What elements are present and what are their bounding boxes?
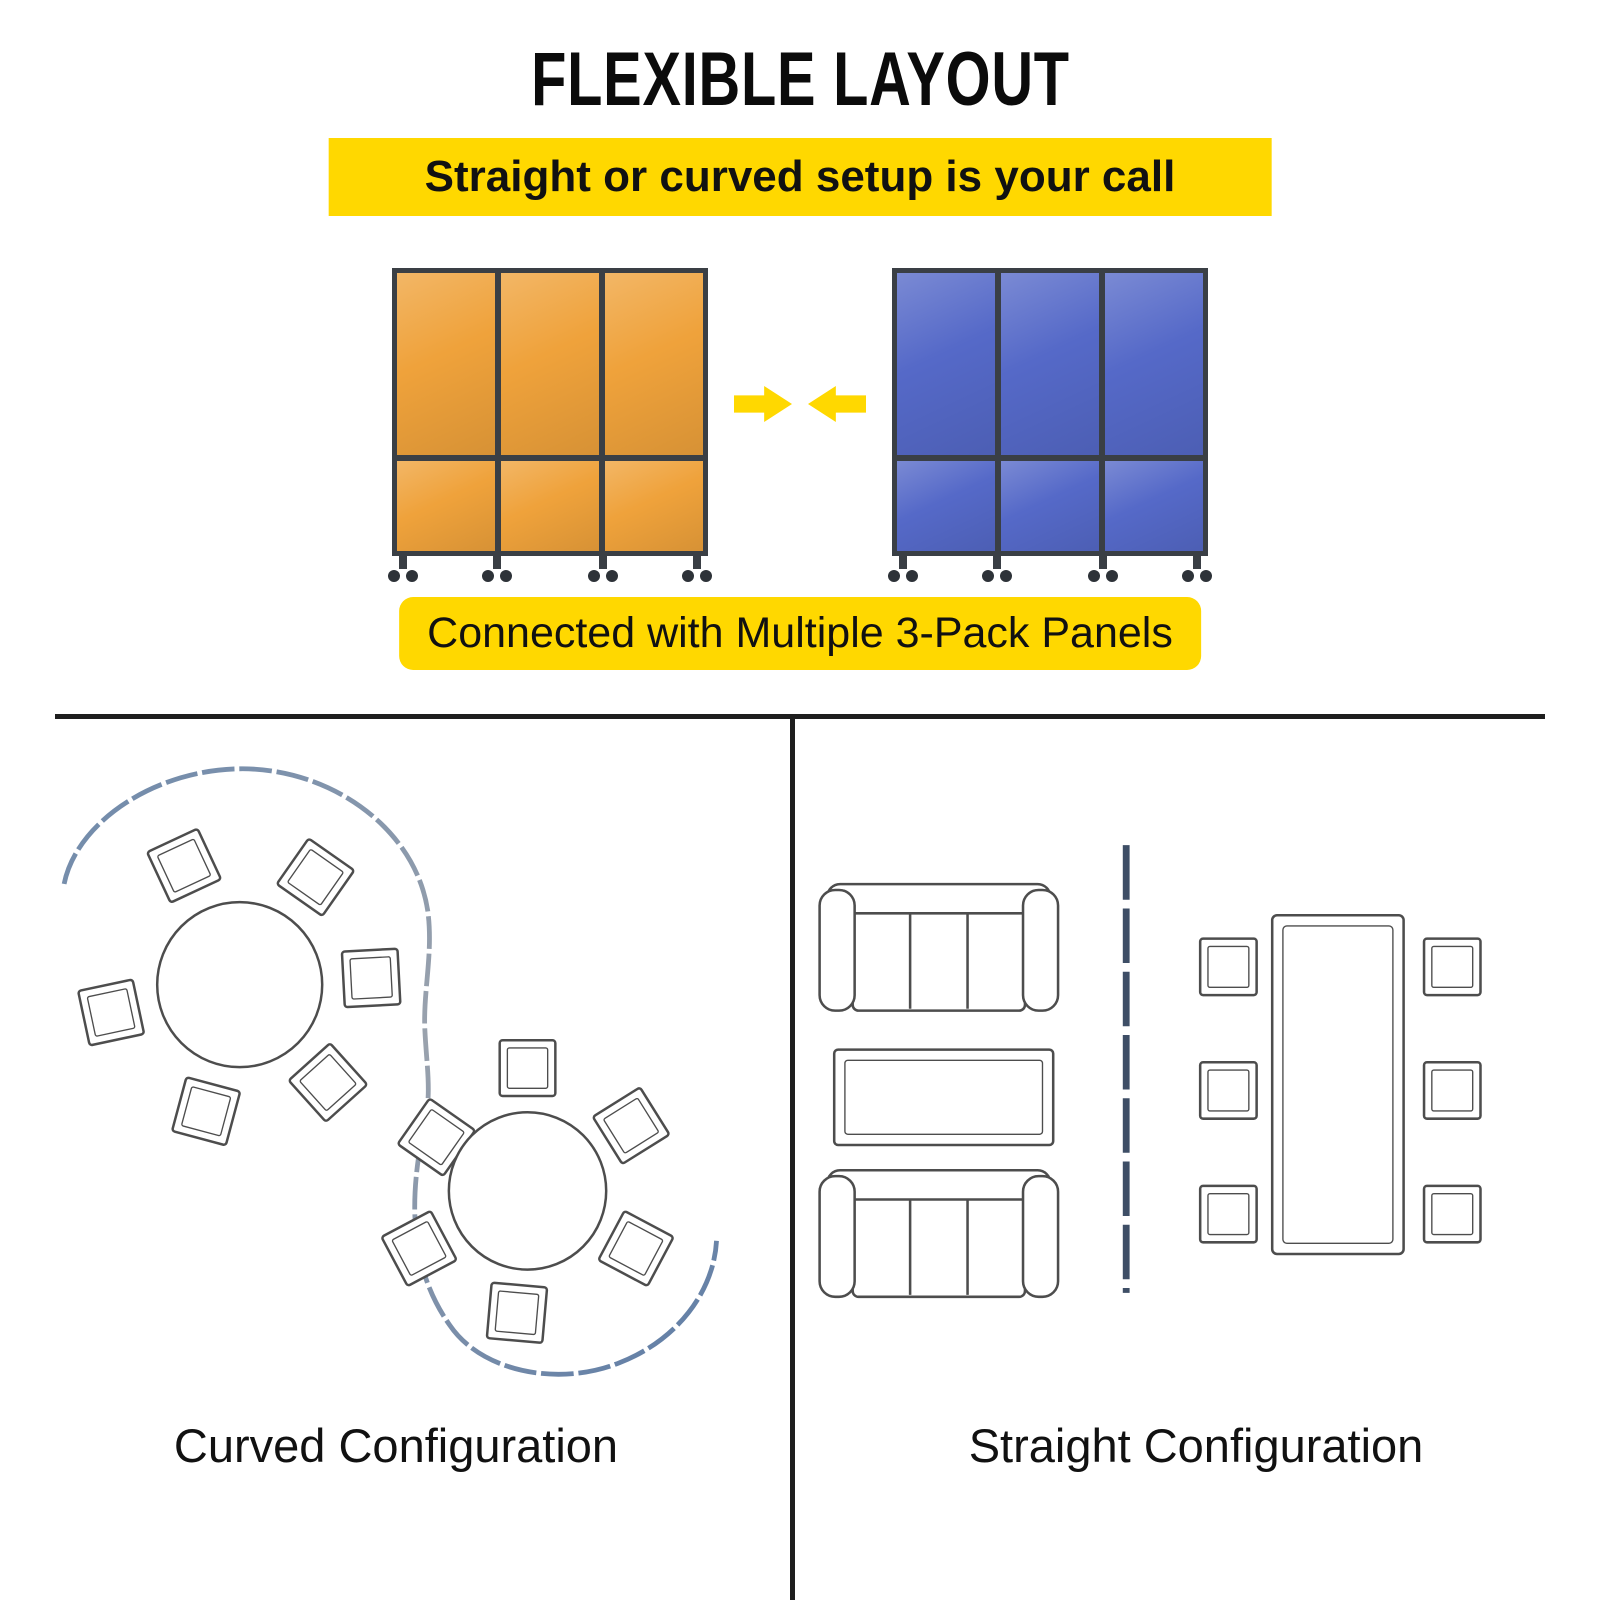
merge-arrows xyxy=(734,386,866,422)
chair xyxy=(485,1281,549,1345)
sofa-bottom xyxy=(818,1169,1060,1299)
caster-wheels-icon xyxy=(1087,556,1118,582)
panel-frame-orange xyxy=(392,268,708,556)
arrow-left-icon xyxy=(808,386,866,422)
panel-fabric-top xyxy=(501,273,599,455)
panel-frame-blue xyxy=(892,268,1208,556)
title-wrap: FLEXIBLE LAYOUT xyxy=(0,36,1600,123)
coffee-table xyxy=(832,1048,1055,1147)
dining-table xyxy=(1270,914,1405,1256)
panel-fabric-top xyxy=(1001,273,1099,455)
chair xyxy=(1198,1060,1258,1120)
caster-wheels-icon xyxy=(982,556,1013,582)
curved-configuration-label: Curved Configuration xyxy=(173,1419,619,1472)
chair xyxy=(1422,1060,1482,1120)
chair xyxy=(145,827,223,904)
divider-panel xyxy=(397,273,495,551)
section-divider-horizontal xyxy=(55,714,1545,719)
section-divider-vertical xyxy=(790,714,795,1600)
divider-panel xyxy=(501,273,599,551)
round-table xyxy=(447,1111,608,1271)
chair xyxy=(1422,937,1482,997)
caster-wheels-icon xyxy=(1182,556,1212,582)
straight-configuration-label: Straight Configuration xyxy=(968,1419,1424,1472)
chair xyxy=(275,837,356,918)
panel-fabric-bottom xyxy=(897,461,995,551)
panel-fabric-bottom xyxy=(1105,461,1203,551)
panel-fabric-bottom xyxy=(501,461,599,551)
panel-fabric-top xyxy=(897,273,995,455)
round-table xyxy=(155,900,324,1069)
curved-partition-wall xyxy=(61,766,719,1377)
chair xyxy=(170,1075,242,1147)
arrow-right-icon xyxy=(734,386,792,422)
page-title: FLEXIBLE LAYOUT xyxy=(530,37,1070,122)
caster-wheels-icon xyxy=(388,556,418,582)
panel-unit-orange xyxy=(388,268,712,582)
sofa-top xyxy=(818,882,1060,1012)
panel-fabric-top xyxy=(397,273,495,455)
chair xyxy=(76,978,146,1047)
panel-fabric-top xyxy=(605,273,703,455)
chair xyxy=(340,947,402,1009)
subtitle-banner: Straight or curved setup is your call xyxy=(328,138,1272,216)
connection-banner: Connected with Multiple 3-Pack Panels xyxy=(399,597,1201,670)
panels-area xyxy=(0,268,1600,582)
divider-panel xyxy=(605,273,703,551)
panel-unit-blue xyxy=(888,268,1212,582)
chair xyxy=(287,1041,369,1124)
caster-wheels-icon xyxy=(587,556,618,582)
caster-wheels-icon xyxy=(682,556,712,582)
divider-panel xyxy=(1105,273,1203,551)
chair xyxy=(498,1039,557,1098)
chair xyxy=(597,1209,675,1288)
chair xyxy=(1198,1184,1258,1244)
caster-row xyxy=(888,556,1212,582)
curved-configuration-illustration xyxy=(61,766,719,1377)
panel-fabric-bottom xyxy=(1001,461,1099,551)
chair xyxy=(1198,937,1258,997)
chair xyxy=(380,1209,458,1288)
chair xyxy=(591,1086,671,1166)
panel-fabric-top xyxy=(1105,273,1203,455)
caster-wheels-icon xyxy=(888,556,918,582)
caster-row xyxy=(388,556,712,582)
caster-wheels-icon xyxy=(482,556,513,582)
divider-panel xyxy=(897,273,995,551)
chair xyxy=(1422,1184,1482,1244)
panel-fabric-bottom xyxy=(605,461,703,551)
panel-fabric-bottom xyxy=(397,461,495,551)
divider-panel xyxy=(1001,273,1099,551)
straight-configuration-illustration xyxy=(818,845,1482,1299)
